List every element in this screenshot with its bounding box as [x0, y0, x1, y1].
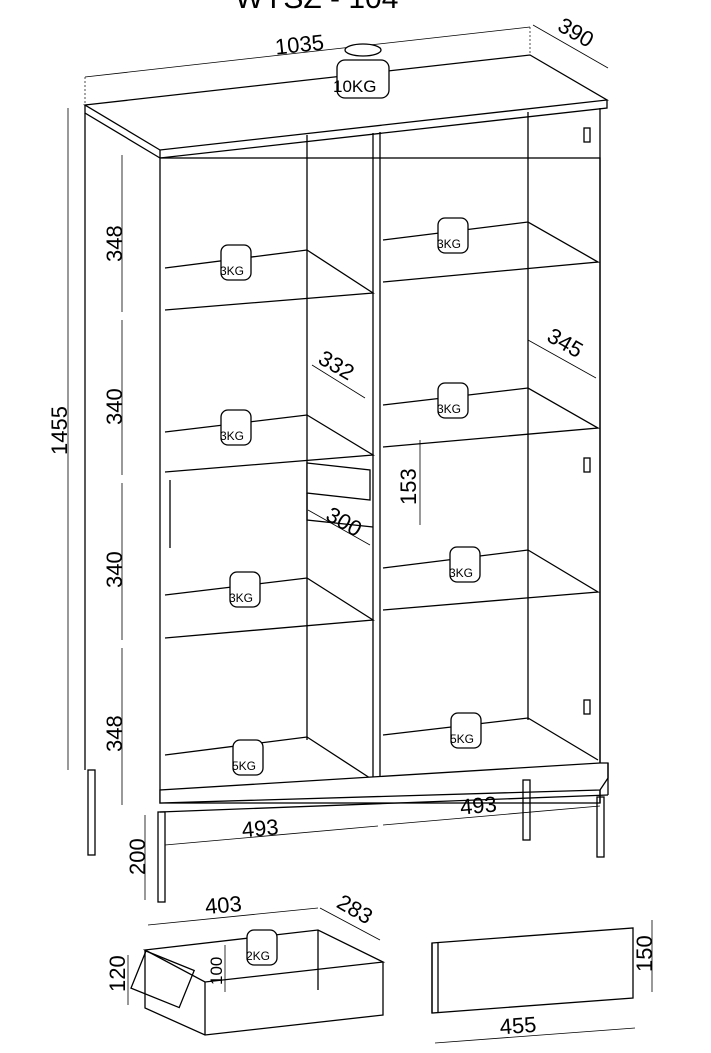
dim-drawer-open-depth: 300 — [322, 502, 366, 542]
legs — [87, 769, 605, 903]
dim-inner-depth-right: 345 — [543, 323, 587, 363]
dim-width: 1035 — [274, 30, 325, 60]
weight-label: 3KG — [437, 402, 461, 416]
dim-shelf-4: 348 — [102, 715, 127, 752]
dim-drawer-width: 403 — [204, 891, 243, 919]
dim-drawer-outer-height: 120 — [105, 955, 130, 992]
weight-label: 3KG — [220, 429, 244, 443]
svg-text:10KG: 10KG — [333, 77, 376, 96]
dim-bottom-left: 493 — [241, 814, 280, 842]
weight-icons: 10KG 3KG 3KG 3KG 3KG 3KG 3KG 5KG 5KG — [220, 43, 482, 776]
drawer-front-panel — [431, 927, 634, 1014]
dim-front-width: 455 — [499, 1012, 537, 1040]
dim-shelf-3: 340 — [102, 551, 127, 588]
dim-inner-depth-left: 332 — [314, 345, 358, 385]
dim-shelf-1: 348 — [102, 225, 127, 262]
weight-label: 3KG — [449, 566, 473, 580]
weight-label: 5KG — [450, 732, 474, 746]
dim-shelf-2: 340 — [102, 388, 127, 425]
cabinet-body — [84, 108, 609, 813]
weight-label: 5KG — [232, 759, 256, 773]
weight-icon-top: 10KG — [333, 43, 390, 99]
drawer-box: 2KG — [130, 929, 386, 1036]
weight-label: 3KG — [437, 237, 461, 251]
dim-height: 1455 — [47, 406, 72, 455]
weight-label: 3KG — [220, 264, 244, 278]
dim-depth: 390 — [554, 12, 598, 52]
dim-drawer-inner-height: 100 — [207, 957, 226, 985]
weight-label: 2KG — [246, 949, 270, 963]
weight-label: 3KG — [229, 591, 253, 605]
title: WYSZ - 104 — [235, 0, 398, 15]
dim-drawer-depth: 283 — [333, 889, 377, 929]
dim-bottom-right: 493 — [459, 791, 498, 819]
dim-front-height: 150 — [632, 935, 657, 972]
dim-drawer-open-height: 153 — [396, 468, 421, 505]
dim-leg-height: 200 — [125, 838, 150, 875]
